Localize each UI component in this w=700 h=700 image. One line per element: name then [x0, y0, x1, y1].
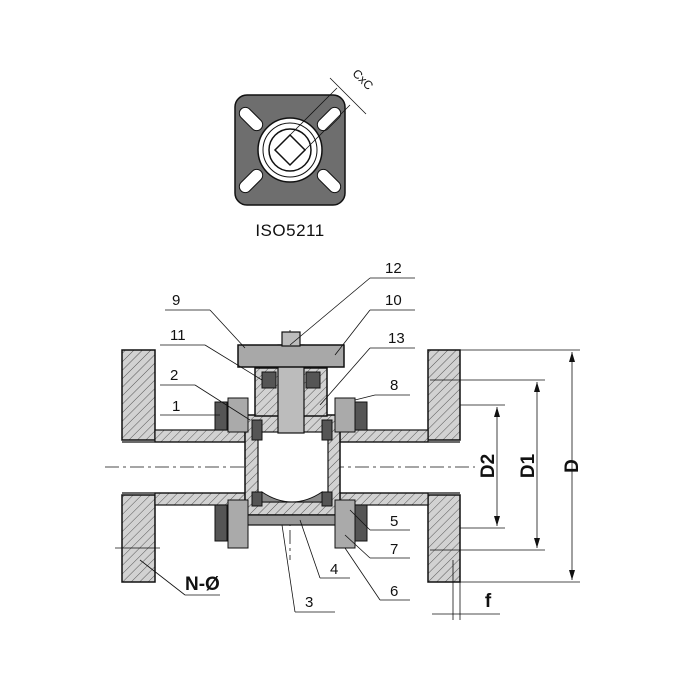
seat-left-bottom — [251, 491, 263, 507]
bolt — [214, 401, 228, 431]
leader-2 — [194, 384, 251, 421]
valve-section-view: D D1 D2 f N-Ø — [105, 330, 583, 620]
bottom-plate — [244, 514, 341, 526]
seat-left — [251, 419, 263, 441]
flange-standard-label: ISO5211 — [255, 221, 324, 240]
stem-square — [273, 133, 307, 167]
dim-label-d: D — [562, 459, 583, 473]
mounting-slot — [238, 106, 264, 132]
iso-flange-view: CxC ISO5211 — [234, 66, 377, 240]
square-size-label: CxC — [350, 66, 377, 93]
arrow — [534, 382, 540, 392]
packing — [305, 371, 321, 389]
leader-7 — [344, 534, 371, 559]
stem-boss-ring — [262, 122, 318, 178]
part-13: 13 — [388, 330, 405, 347]
bolt — [214, 504, 228, 542]
bolt — [354, 401, 368, 431]
leader-9 — [209, 309, 246, 349]
leader-6 — [344, 547, 381, 601]
arrow — [534, 538, 540, 548]
part-12: 12 — [385, 260, 402, 277]
part-3: 3 — [305, 594, 313, 611]
bolt — [227, 397, 249, 433]
dim-label-d1: D1 — [518, 453, 539, 478]
leader-4 — [299, 519, 321, 579]
right-flange — [427, 349, 461, 441]
leader-3 — [281, 524, 296, 613]
dim-label-n: N-Ø — [185, 574, 220, 595]
part-4: 4 — [330, 561, 338, 578]
dim-label-d2: D2 — [478, 454, 499, 478]
mounting-slot — [316, 168, 342, 194]
part-10: 10 — [385, 292, 402, 309]
part-2: 2 — [170, 367, 178, 384]
part-11: 11 — [170, 327, 186, 344]
arrow — [494, 407, 500, 417]
leader-n — [139, 559, 186, 596]
leader-12 — [289, 277, 371, 346]
top-flange — [237, 344, 345, 368]
leader-10 — [334, 309, 371, 356]
arrow — [569, 352, 575, 362]
seat-right-bottom — [321, 491, 333, 507]
bolt — [334, 499, 356, 549]
arrow — [494, 516, 500, 526]
ball-cavity — [257, 431, 329, 503]
part-6: 6 — [390, 583, 398, 600]
part-9: 9 — [172, 292, 180, 309]
packing — [261, 371, 277, 389]
seat-right — [321, 419, 333, 441]
part-8: 8 — [390, 377, 398, 394]
leader-11 — [204, 344, 263, 381]
dim-label-f: f — [485, 591, 492, 612]
right-flange-lower — [427, 494, 461, 583]
mounting-slot — [238, 168, 264, 194]
leader-8 — [354, 394, 376, 401]
dim-extension — [304, 104, 351, 151]
mounting-slot — [316, 106, 342, 132]
left-flange-lower — [121, 494, 156, 583]
part-1: 1 — [172, 398, 180, 415]
leader-5 — [349, 509, 371, 531]
dim-extension — [289, 87, 338, 136]
left-flange — [121, 349, 156, 441]
part-7: 7 — [390, 541, 398, 558]
bolt — [334, 397, 356, 433]
arrow — [569, 570, 575, 580]
bolt — [354, 504, 368, 542]
part-5: 5 — [390, 513, 398, 530]
leader-13 — [319, 347, 371, 406]
part-callouts: 12 9 10 11 13 2 1 8 5 7 — [160, 260, 415, 613]
stem-top — [281, 331, 301, 347]
bolt — [227, 499, 249, 549]
dim-line-cxc — [329, 77, 367, 115]
